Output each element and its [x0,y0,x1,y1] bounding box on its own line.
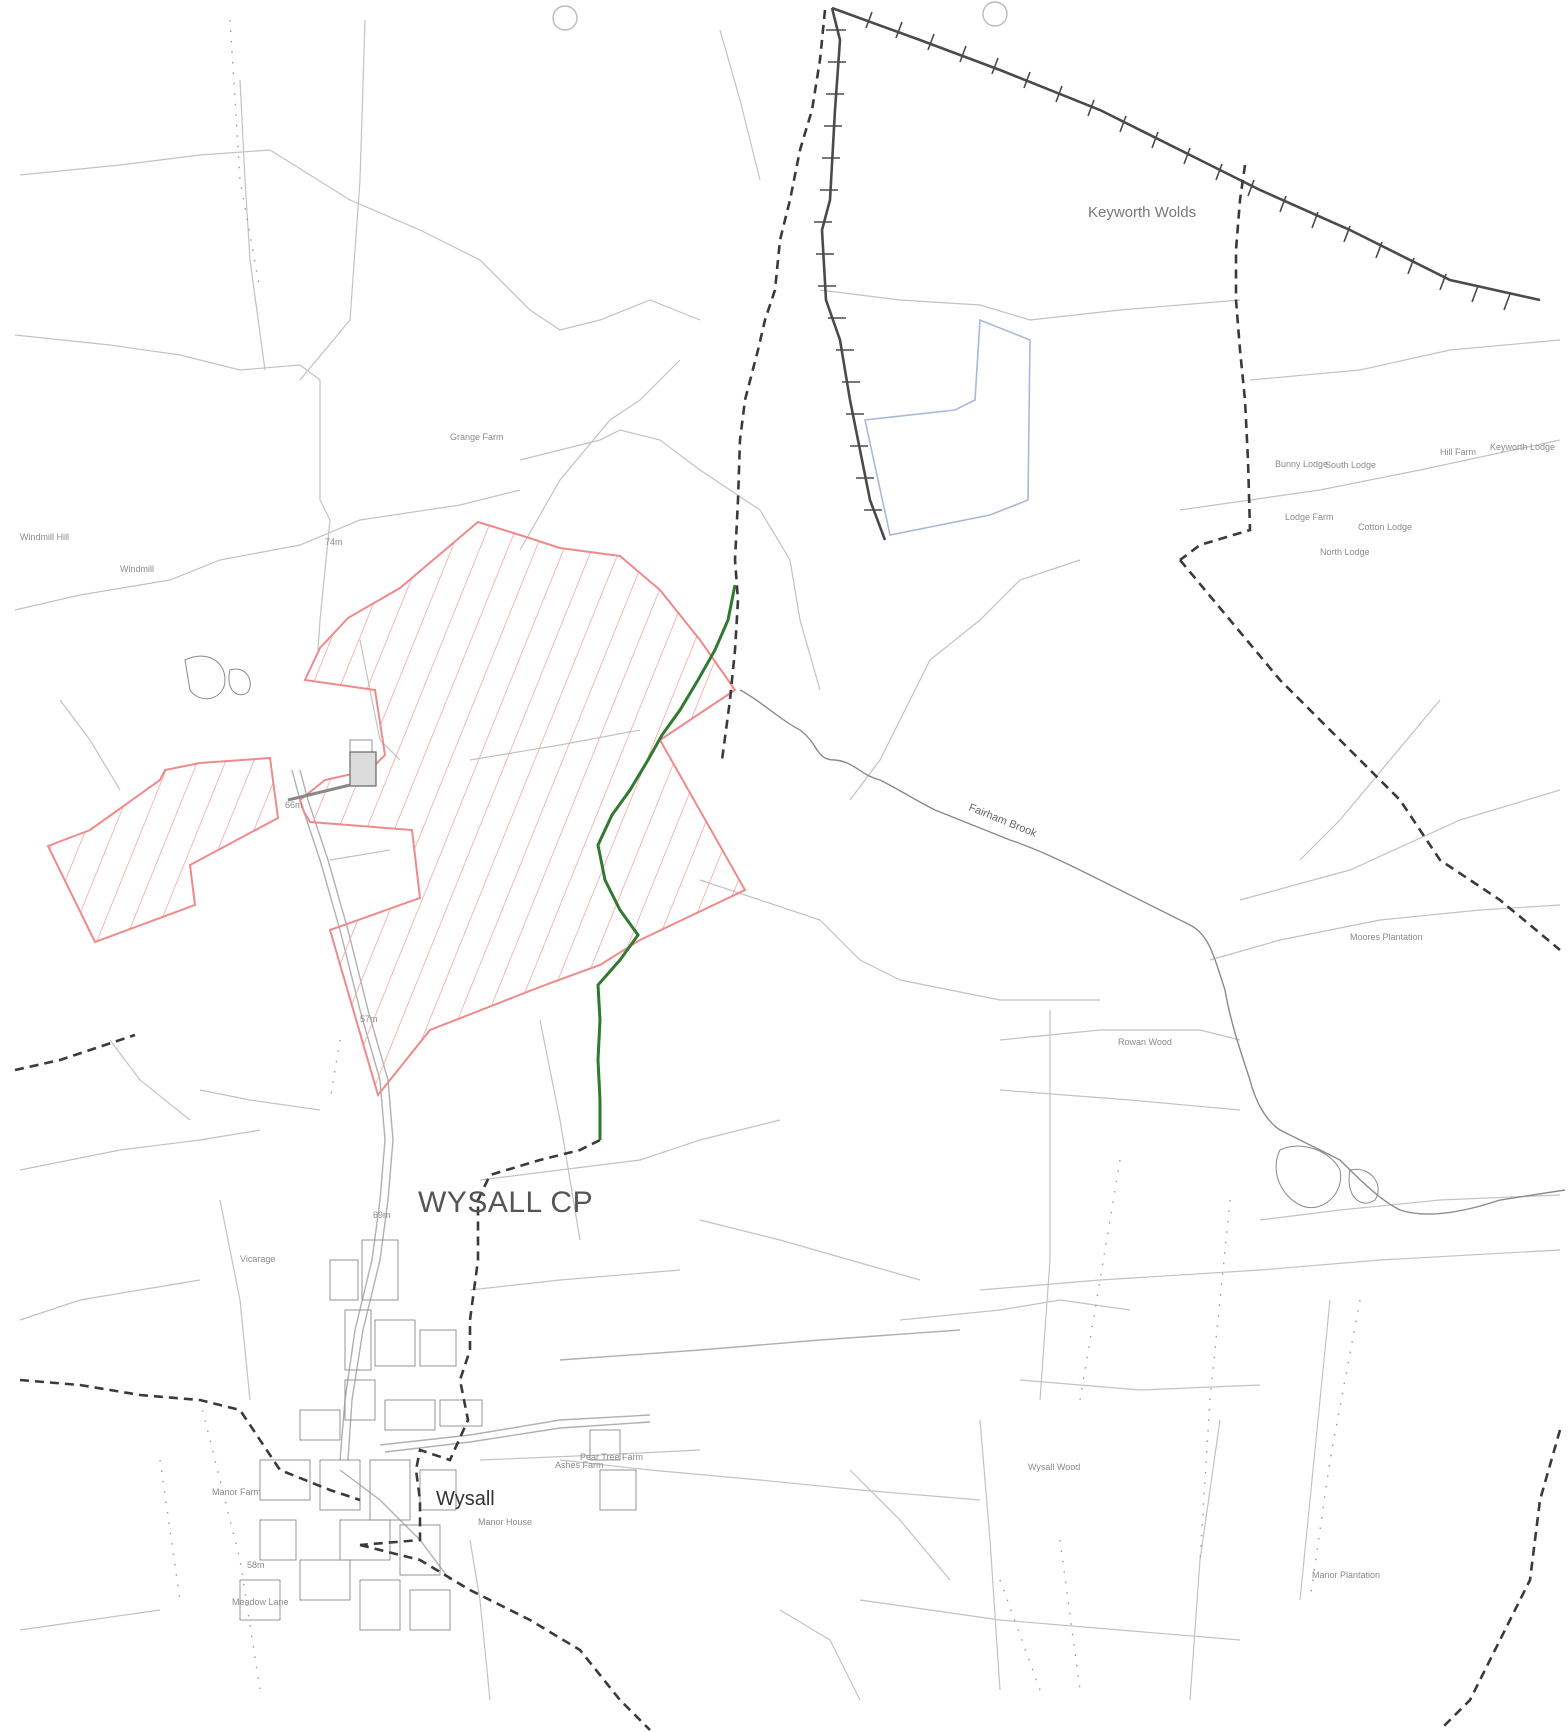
top-markers [552,1,1008,31]
green-route [596,584,737,1140]
ponds [184,655,1379,1208]
parish-boundary [14,9,1562,1731]
fairham-brook-label: Fairham Brook [967,802,1039,840]
railway-line [814,6,1541,541]
minor-label: Grange Farm [450,432,504,442]
farm-building [287,751,377,802]
minor-label: South Lodge [1325,460,1376,470]
site-boundary-west [46,756,280,944]
minor-label: 66m [285,800,303,810]
minor-label: Vicarage [240,1254,275,1264]
fairham-brook [739,689,1566,1215]
minor-label: Keyworth Lodge [1490,442,1555,452]
minor-label: 74m [325,537,343,547]
minor-label: Bunny Lodge [1275,459,1328,469]
minor-label: Pear Tree Farm [580,1452,643,1462]
minor-label: Hill Farm [1440,447,1476,457]
minor-label: Manor Plantation [1312,1570,1380,1580]
village-label: Wysall [436,1488,495,1510]
footpaths [159,19,1361,1691]
minor-label: North Lodge [1320,547,1370,557]
minor-label: 57m [360,1014,378,1024]
parish-label: WYSALL CP [418,1186,593,1219]
minor-label: Manor House [478,1517,532,1527]
minor-label: Cotton Lodge [1358,522,1412,532]
minor-label: Ashes Farm [555,1460,604,1470]
minor-label: Rowan Wood [1118,1037,1172,1047]
minor-labels: Windmill Hill Windmill Grange Farm Bunny… [20,432,1555,1607]
minor-label: Moores Plantation [1350,932,1423,942]
minor-label: Lodge Farm [1285,512,1334,522]
site-boundary-main [298,520,747,1098]
minor-label: Meadow Lane [232,1597,289,1607]
minor-label: Manor Farm [212,1487,261,1497]
blue-plot-boundary [864,318,1031,536]
minor-label: 58m [247,1560,265,1570]
minor-label: Wysall Wood [1028,1462,1080,1472]
minor-label: Windmill [120,564,154,574]
keyworth-wolds-label: Keyworth Wolds [1088,204,1196,221]
field-boundaries [14,19,1561,1701]
minor-label: Windmill Hill [20,532,69,542]
minor-label: 69m [373,1210,391,1220]
